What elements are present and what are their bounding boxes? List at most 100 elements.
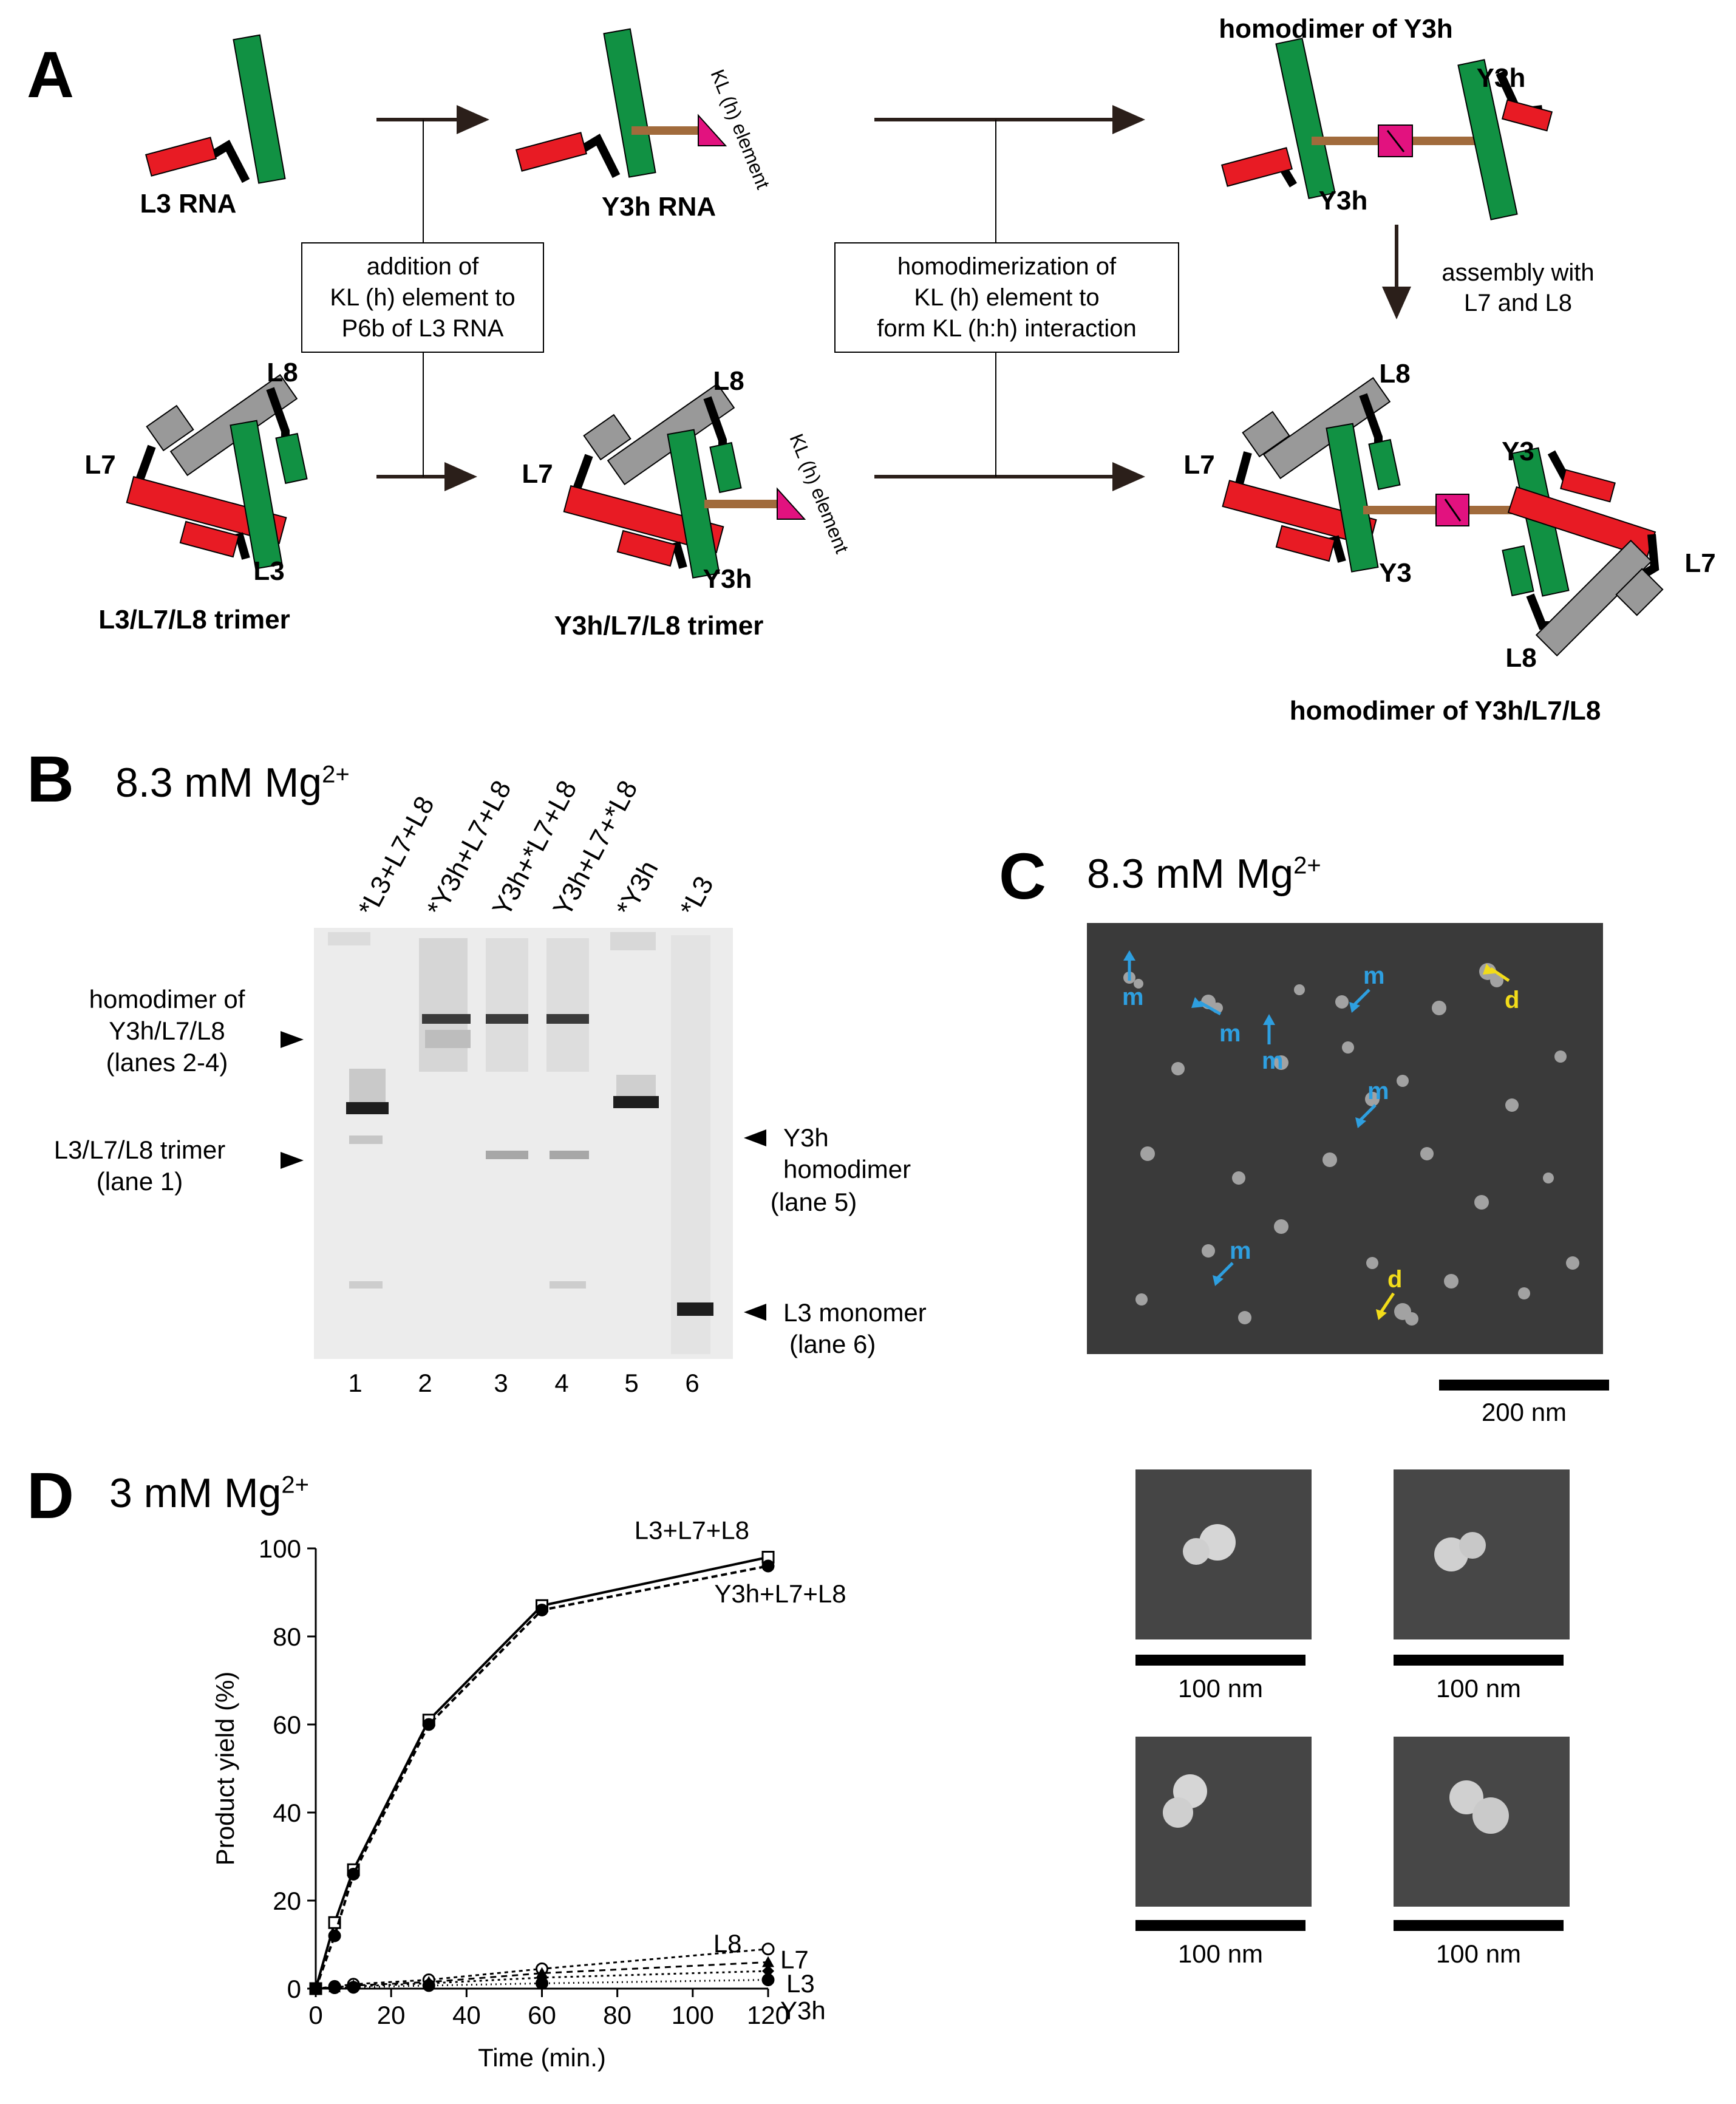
scale-label-main: 200 nm [1482, 1398, 1567, 1426]
right-label-l3-2: (lane 6) [789, 1330, 876, 1358]
data-point [422, 1718, 435, 1731]
label-y3-dimer-right: Y3 [1502, 437, 1534, 466]
svg-text:m: m [1219, 1020, 1241, 1047]
data-point [761, 1559, 775, 1573]
label-l3-rna: L3 RNA [140, 189, 237, 219]
left-label-dimer-2: Y3h/L7/L8 [109, 1016, 225, 1045]
y-tick-label: 40 [273, 1799, 301, 1827]
right-label-l3-1: L3 monomer [783, 1298, 927, 1327]
panel-d-condition: 3 mM Mg2+ [109, 1470, 309, 1516]
left-label-trimer-2: (lane 1) [97, 1167, 183, 1196]
label-l8-trimer2: L8 [713, 366, 744, 396]
label-y3h-top-right: Y3h [1477, 63, 1526, 93]
left-label-trimer-1: L3/L7/L8 trimer [54, 1135, 225, 1164]
arrowhead-trimer [281, 1152, 304, 1169]
y-tick-label: 80 [273, 1622, 301, 1651]
svg-text:m: m [1230, 1238, 1251, 1264]
series-label-Y3h+L7+L8: Y3h+L7+L8 [714, 1579, 846, 1608]
series-label-L8: L8 [713, 1929, 742, 1958]
x-tick-label: 20 [377, 2001, 406, 2029]
data-point [422, 1979, 435, 1992]
scale-bar-zoom-3 [1135, 1920, 1305, 1931]
marker-d-1: d [1483, 964, 1519, 1013]
afm-zoom-3 [1135, 1737, 1312, 1907]
data-point [347, 1981, 360, 1994]
lane-number-4: 4 [554, 1369, 568, 1397]
left-label-dimer-1: homodimer of [89, 985, 245, 1013]
y3h-rna-diagram [515, 28, 727, 179]
panel-c-afm: m m m m m m d [1087, 923, 1609, 1968]
x-tick-label: 120 [747, 2001, 789, 2029]
scale-bar-zoom-1 [1135, 1655, 1305, 1666]
y3h-trimer-homodimer-diagram [1222, 376, 1664, 657]
lane-number-5: 5 [624, 1369, 638, 1397]
y3h-trimer-diagram [563, 383, 806, 579]
x-axis-label: Time (min.) [478, 2043, 606, 2072]
label-dimer-trimer-caption: homodimer of Y3h/L7/L8 [1290, 696, 1601, 726]
x-tick-label: 60 [528, 2001, 556, 2029]
l3-rna-diagram [145, 34, 286, 184]
data-point [347, 1868, 360, 1881]
series-label-L3: L3 [786, 1969, 815, 1998]
panel-a-schematic: L3 RNA Y3h RNA KL (h) element homodimer … [84, 14, 1715, 726]
y-tick-label: 60 [273, 1711, 301, 1739]
svg-text:m: m [1122, 984, 1144, 1010]
label-l7-dimer-left: L7 [1183, 450, 1214, 480]
label-kl-element-bottom: KL (h) element [786, 431, 854, 556]
label-l8-dimer-bottom: L8 [1505, 643, 1536, 673]
band-lane6-l3 [677, 1302, 713, 1316]
lane-number-3: 3 [494, 1369, 508, 1397]
label-l3-trimer-caption: L3/L7/L8 trimer [98, 605, 290, 635]
scale-label-zoom-2: 100 nm [1436, 1674, 1521, 1703]
data-point [536, 1604, 548, 1616]
series-label-Y3h: Y3h [780, 1997, 826, 2025]
data-point [328, 1981, 341, 1995]
left-label-dimer-3: (lanes 2-4) [106, 1048, 228, 1077]
label-l7-dimer-right: L7 [1684, 548, 1715, 578]
x-tick-label: 80 [603, 2001, 631, 2029]
step1-line2: KL (h) element to [330, 284, 515, 311]
scale-bar-zoom-4 [1394, 1920, 1564, 1931]
marker-m-3: m [1262, 1014, 1284, 1074]
step1-line1: addition of [367, 253, 479, 280]
step1-box [301, 242, 544, 353]
lane-number-2: 2 [418, 1369, 432, 1397]
scale-bar-main [1439, 1380, 1609, 1391]
band-lane2-dimer [422, 1014, 471, 1024]
svg-text:m: m [1262, 1047, 1284, 1074]
scale-bar-zoom-2 [1394, 1655, 1564, 1666]
y-axis-label: Product yield (%) [211, 1672, 239, 1866]
panel-letter-d: D [27, 1459, 74, 1532]
series-line-Y3h+L7+L8 [315, 1565, 769, 1989]
x-tick-label: 100 [672, 2001, 714, 2029]
series-label-L7: L7 [780, 1946, 809, 1974]
step2-line1: homodimerization of [897, 253, 1117, 280]
right-label-y3h-2: homodimer [783, 1155, 911, 1183]
lane-number-6: 6 [685, 1369, 699, 1397]
label-l7-trimer1: L7 [84, 450, 115, 480]
marker-m-4: m [1349, 962, 1385, 1013]
step2-box [834, 242, 1179, 353]
arrowhead-y3h [744, 1129, 766, 1146]
right-label-y3h-3: (lane 5) [771, 1188, 857, 1216]
panel-letter-c: C [999, 839, 1046, 913]
label-l3-trimer1: L3 [253, 556, 284, 586]
y3h-homodimer-diagram [1220, 38, 1553, 220]
svg-text:m: m [1363, 962, 1385, 989]
panel-letter-a: A [27, 38, 74, 111]
band-lane1-trimer [346, 1102, 389, 1114]
marker-m-6: m [1213, 1238, 1251, 1286]
label-l8-dimer-top: L8 [1379, 359, 1410, 389]
series-line-L3+L7+L8 [315, 1556, 769, 1989]
label-kl-element-top: KL (h) element [707, 66, 775, 192]
scale-label-zoom-1: 100 nm [1178, 1674, 1263, 1703]
lane-header-5: *Y3h [611, 856, 664, 921]
data-point [328, 1916, 341, 1929]
x-tick-label: 0 [308, 2001, 322, 2029]
lane-number-1: 1 [348, 1369, 362, 1397]
y-tick-label: 20 [273, 1887, 301, 1915]
data-point [328, 1929, 341, 1942]
label-y3h-rna: Y3h RNA [602, 192, 716, 222]
marker-m-2: m [1191, 997, 1241, 1047]
data-point [536, 1976, 548, 1990]
